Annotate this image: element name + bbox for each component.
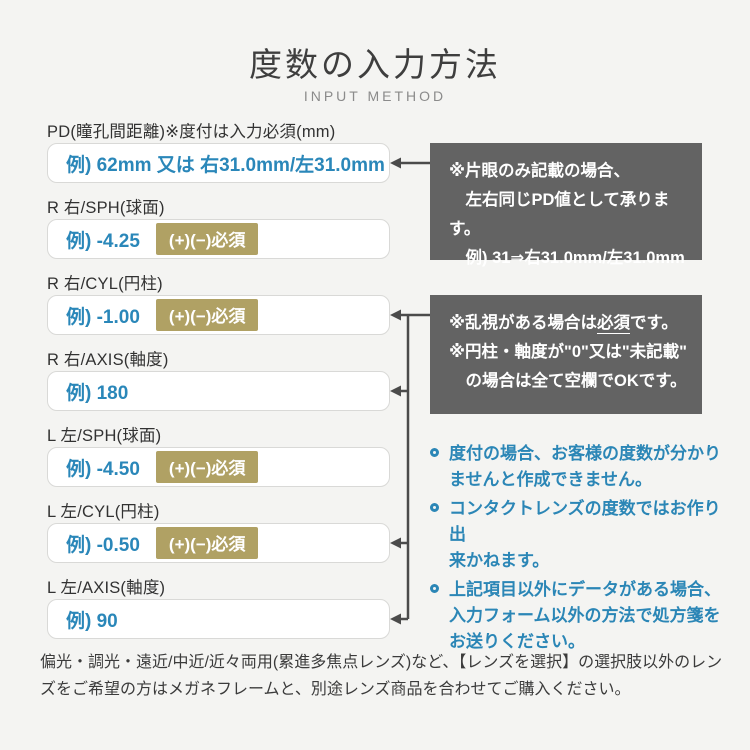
field-r-sph-example-box: 例) -4.25 (+)(−)必須 bbox=[47, 219, 390, 259]
bullet-circle-icon bbox=[430, 503, 439, 512]
field-l-axis-example-box: 例) 90 bbox=[47, 599, 390, 639]
pd-note-box: ※片眼のみ記載の場合、 左右同じPD値として承ります。 例) 31⇒右31.0m… bbox=[430, 143, 702, 267]
field-r-sph-label: R 右/SPH(球面) bbox=[47, 199, 165, 217]
field-pd: PD(瞳孔間距離)※度付は入力必須(mm) 例) 62mm 又は 右31.0mm… bbox=[47, 118, 390, 183]
plus-minus-required-badge: (+)(−)必須 bbox=[155, 299, 259, 331]
field-r-sph: R 右/SPH(球面) 例) -4.25 (+)(−)必須 bbox=[47, 194, 390, 259]
example-value: 例) -4.25 bbox=[66, 230, 140, 252]
field-l-sph: L 左/SPH(球面) 例) -4.50 (+)(−)必須 bbox=[47, 422, 390, 487]
field-l-axis-label: L 左/AXIS(軸度) bbox=[47, 579, 166, 597]
tip-item: 度付の場合、お客様の度数が分かり ませんと作成できません。 bbox=[430, 441, 735, 493]
tip-item: 上記項目以外にデータがある場合、 入力フォーム以外の方法で処方箋を お送りくださ… bbox=[430, 577, 735, 655]
field-l-sph-example-box: 例) -4.50 (+)(−)必須 bbox=[47, 447, 390, 487]
field-l-cyl: L 左/CYL(円柱) 例) -0.50 (+)(−)必須 bbox=[47, 498, 390, 563]
plus-minus-required-badge: (+)(−)必須 bbox=[155, 451, 259, 483]
example-value: 例) 90 bbox=[66, 610, 118, 632]
astigmatism-note-box: ※乱視がある場合は必須です。 ※円柱・軸度が"0"又は"未記載" の場合は全て空欄… bbox=[430, 295, 702, 414]
field-l-cyl-label: L 左/CYL(円柱) bbox=[47, 503, 160, 521]
tip-item: コンタクトレンズの度数ではお作り出 来かねます。 bbox=[430, 496, 735, 574]
example-value: 例) -1.00 bbox=[66, 306, 140, 328]
tip-text: 度付の場合、お客様の度数が分かり ませんと作成できません。 bbox=[449, 444, 721, 489]
field-r-axis-label: R 右/AXIS(軸度) bbox=[47, 351, 169, 369]
field-pd-label: PD(瞳孔間距離)※度付は入力必須(mm) bbox=[47, 123, 336, 141]
plus-minus-required-badge: (+)(−)必須 bbox=[155, 527, 259, 559]
field-r-cyl: R 右/CYL(円柱) 例) -1.00 (+)(−)必須 bbox=[47, 270, 390, 335]
field-l-cyl-example-box: 例) -0.50 (+)(−)必須 bbox=[47, 523, 390, 563]
bullet-circle-icon bbox=[430, 448, 439, 457]
field-pd-example-box: 例) 62mm 又は 右31.0mm/左31.0mm bbox=[47, 143, 390, 183]
page-title: 度数の入力方法 bbox=[249, 46, 501, 83]
example-value: 例) 62mm 又は 右31.0mm/左31.0mm bbox=[66, 154, 385, 176]
astig-note-rest: ※円柱・軸度が"0"又は"未記載" の場合は全て空欄でOKです。 bbox=[449, 343, 688, 390]
tips-list: 度付の場合、お客様の度数が分かり ませんと作成できません。 コンタクトレンズの度… bbox=[430, 441, 735, 655]
plus-minus-required-badge: (+)(−)必須 bbox=[155, 223, 259, 255]
tip-text: コンタクトレンズの度数ではお作り出 来かねます。 bbox=[449, 499, 721, 570]
example-value: 例) -4.50 bbox=[66, 458, 140, 480]
field-r-cyl-example-box: 例) -1.00 (+)(−)必須 bbox=[47, 295, 390, 335]
page-subtitle: INPUT METHOD bbox=[303, 88, 447, 104]
astig-note-required-word: 必須 bbox=[597, 314, 631, 334]
field-l-axis: L 左/AXIS(軸度) 例) 90 bbox=[47, 574, 390, 639]
field-r-axis-example-box: 例) 180 bbox=[47, 371, 390, 411]
astig-note-line1-pre: ※乱視がある場合は bbox=[449, 314, 598, 332]
example-value: 例) 180 bbox=[66, 382, 129, 404]
example-value: 例) -0.50 bbox=[66, 534, 140, 556]
tip-text: 上記項目以外にデータがある場合、 入力フォーム以外の方法で処方箋を お送りくださ… bbox=[449, 580, 721, 651]
prescription-fields: PD(瞳孔間距離)※度付は入力必須(mm) 例) 62mm 又は 右31.0mm… bbox=[47, 118, 390, 639]
field-r-cyl-label: R 右/CYL(円柱) bbox=[47, 275, 163, 293]
astig-note-line1-post: です。 bbox=[630, 314, 678, 332]
bullet-circle-icon bbox=[430, 584, 439, 593]
field-l-sph-label: L 左/SPH(球面) bbox=[47, 427, 162, 445]
footer-note: 偏光・調光・遠近/中近/近々両用(累進多焦点レンズ)など、【レンズを選択】の選択… bbox=[40, 654, 723, 698]
field-r-axis: R 右/AXIS(軸度) 例) 180 bbox=[47, 346, 390, 411]
